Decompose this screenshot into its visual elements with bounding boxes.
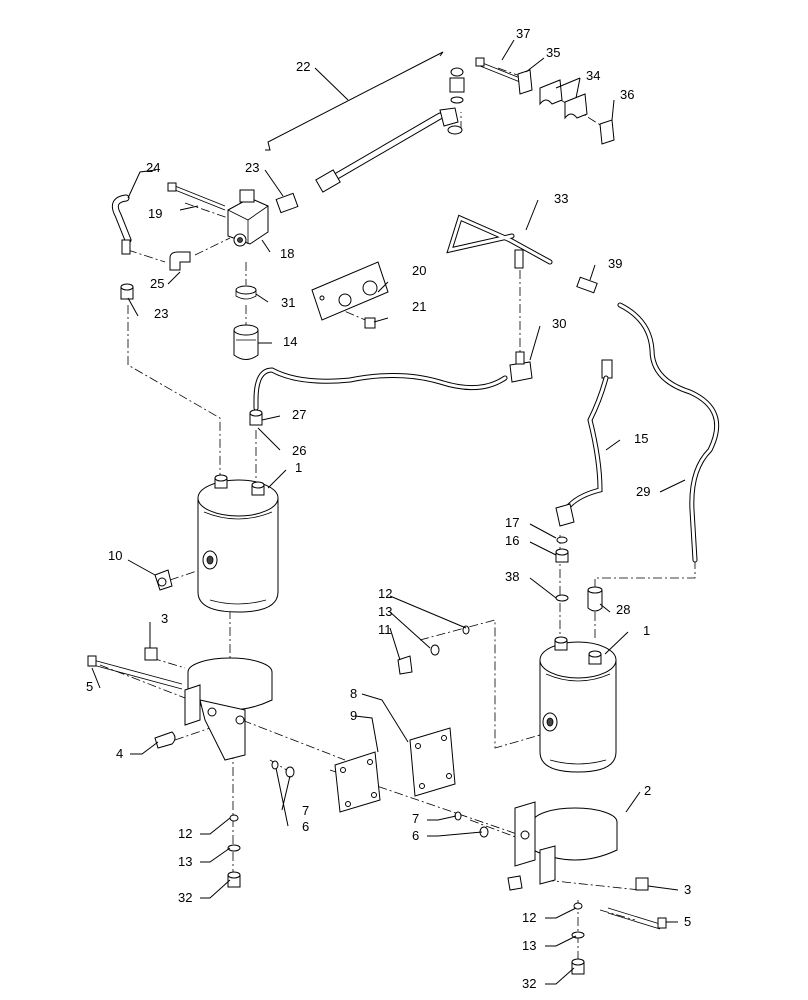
fasteners xyxy=(87,625,667,975)
callout-6-left: 6 xyxy=(302,819,309,834)
tee-30-hose-27 xyxy=(249,351,533,426)
callout-14: 14 xyxy=(283,334,297,349)
callout-13-right: 13 xyxy=(522,938,536,953)
clamp-parts xyxy=(475,57,615,145)
callout-19: 19 xyxy=(148,206,162,221)
air-tank-upper xyxy=(197,474,279,613)
callout-31: 31 xyxy=(281,295,295,310)
drain-valve-10 xyxy=(154,569,173,591)
callout-33: 33 xyxy=(554,191,568,206)
callout-1-upper: 1 xyxy=(295,460,302,475)
callout-18: 18 xyxy=(280,246,294,261)
mount-plates xyxy=(334,727,456,813)
callout-17: 17 xyxy=(505,515,519,530)
callout-20: 20 xyxy=(412,263,426,278)
callout-27: 27 xyxy=(292,407,306,422)
callout-6-right: 6 xyxy=(412,828,419,843)
hose-22 xyxy=(315,67,465,193)
callout-15: 15 xyxy=(634,431,648,446)
callout-labels: 37 35 34 36 22 24 23 19 18 25 31 23 14 3… xyxy=(86,26,691,991)
leader-lines xyxy=(91,39,686,985)
callout-30: 30 xyxy=(552,316,566,331)
callout-7-right: 7 xyxy=(412,811,419,826)
callout-3-lower: 3 xyxy=(684,882,691,897)
callout-12-right: 12 xyxy=(522,910,536,925)
callout-32-left: 32 xyxy=(178,890,192,905)
callout-3-upper: 3 xyxy=(161,611,168,626)
callout-1-lower: 1 xyxy=(643,623,650,638)
callout-13-left: 13 xyxy=(178,854,192,869)
tube-33-29 xyxy=(446,214,720,563)
valve-assembly xyxy=(167,182,299,360)
callout-12-mid: 12 xyxy=(378,586,392,601)
callout-2: 2 xyxy=(644,783,651,798)
callout-9: 9 xyxy=(350,708,357,723)
callout-35: 35 xyxy=(546,45,560,60)
callout-16: 16 xyxy=(505,533,519,548)
strap-bracket-left xyxy=(184,657,273,761)
callout-11: 11 xyxy=(378,622,392,637)
callout-12-left: 12 xyxy=(178,826,192,841)
callout-28: 28 xyxy=(616,602,630,617)
callout-22: 22 xyxy=(296,59,310,74)
callout-4: 4 xyxy=(116,746,123,761)
callout-5-upper: 5 xyxy=(86,679,93,694)
air-tank-lower xyxy=(539,636,617,773)
callout-8: 8 xyxy=(350,686,357,701)
hose-24 xyxy=(111,194,134,300)
callout-39: 39 xyxy=(608,256,622,271)
callout-23-lower: 23 xyxy=(154,306,168,321)
callout-34: 34 xyxy=(586,68,600,83)
callout-10: 10 xyxy=(108,548,122,563)
strap-bracket-right xyxy=(514,801,618,885)
callout-26: 26 xyxy=(292,443,306,458)
callout-24: 24 xyxy=(146,160,160,175)
callout-29: 29 xyxy=(636,484,650,499)
callout-23-upper: 23 xyxy=(245,160,259,175)
callout-5-lower: 5 xyxy=(684,914,691,929)
plate-20 xyxy=(311,261,389,329)
callout-7-left: 7 xyxy=(302,803,309,818)
hose-15 xyxy=(555,359,613,612)
callout-37: 37 xyxy=(516,26,530,41)
callout-38: 38 xyxy=(505,569,519,584)
callout-25: 25 xyxy=(150,276,164,291)
callout-13-mid: 13 xyxy=(378,604,392,619)
callout-36: 36 xyxy=(620,87,634,102)
callout-32-right: 32 xyxy=(522,976,536,991)
callout-21: 21 xyxy=(412,299,426,314)
